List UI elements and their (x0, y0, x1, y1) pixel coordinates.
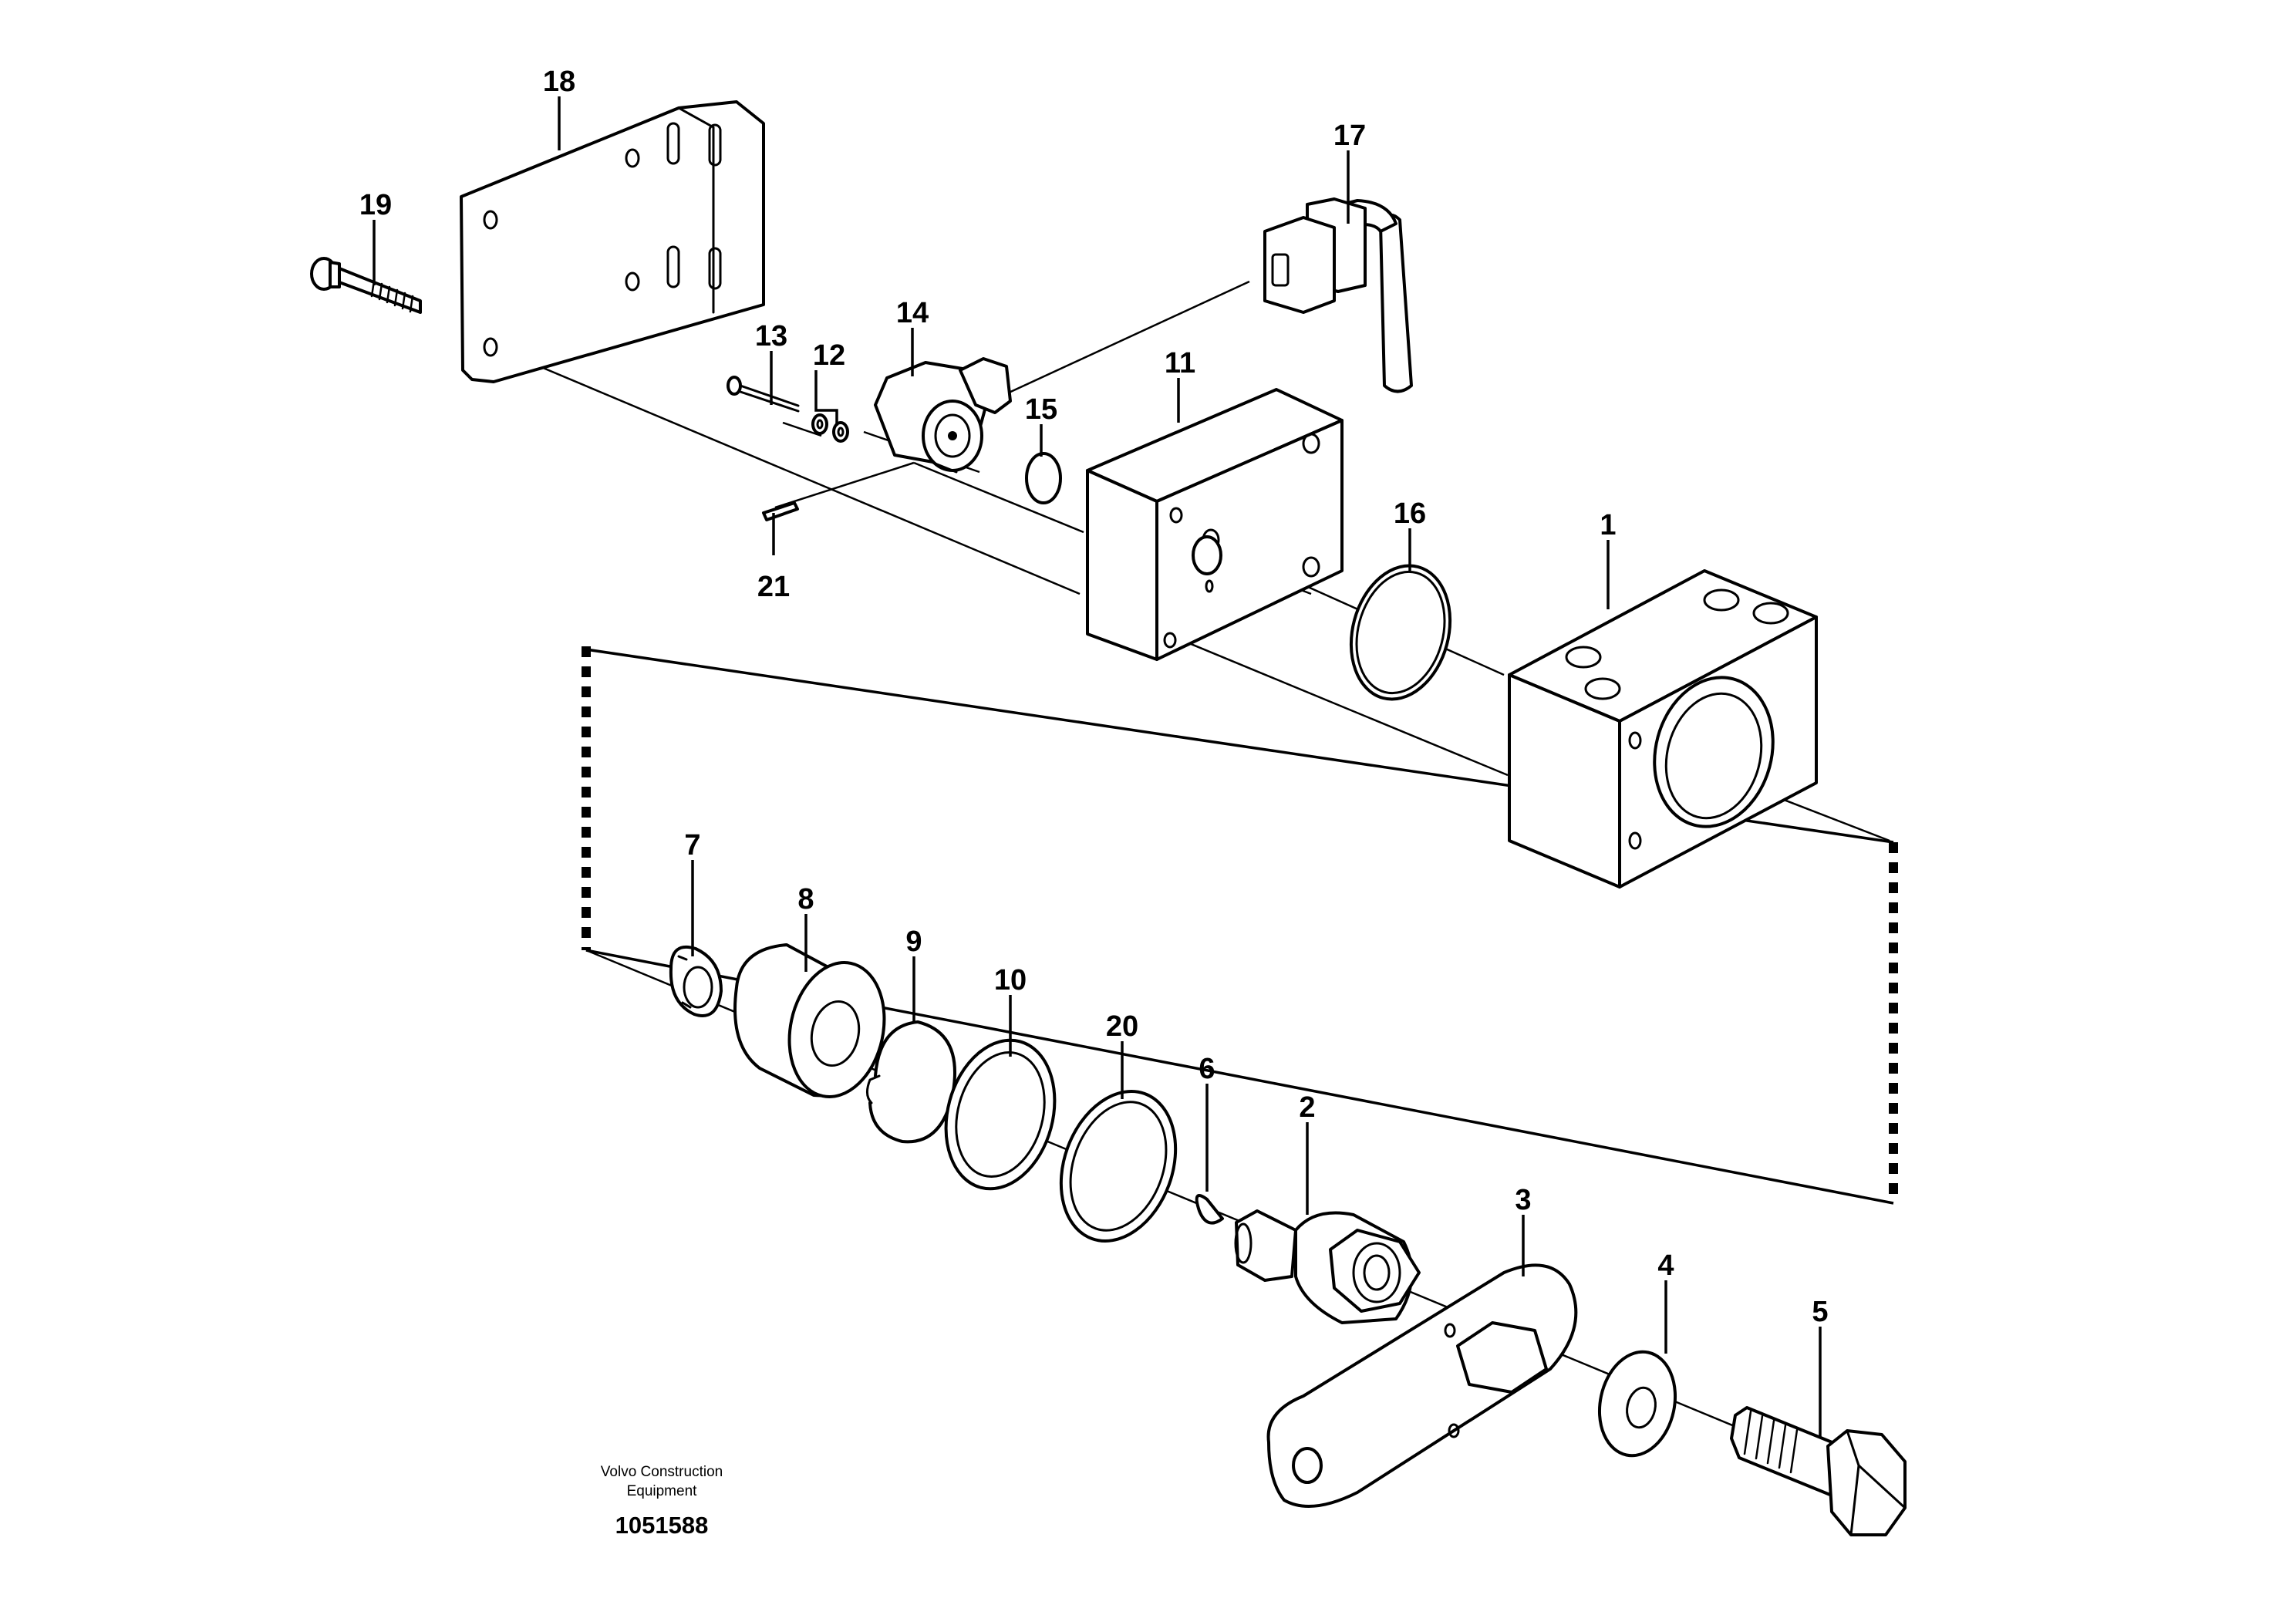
callout-19: 19 (359, 189, 392, 221)
callout-21: 21 (757, 571, 790, 603)
part-2-shaft (1234, 1209, 1421, 1324)
part-20-seal-ring (1059, 1090, 1178, 1243)
callout-15: 15 (1025, 393, 1057, 426)
callout-5: 5 (1812, 1296, 1828, 1328)
part-17-connector-cable (1263, 197, 1413, 393)
part-4-washer (1597, 1350, 1677, 1458)
callout-1: 1 (1600, 509, 1616, 541)
callout-7: 7 (684, 829, 700, 862)
callout-4: 4 (1657, 1249, 1674, 1282)
part-19-flange-bolt (310, 257, 422, 314)
callout-8: 8 (797, 883, 814, 916)
part-18-bracket (460, 100, 765, 383)
callout-11: 11 (1165, 347, 1195, 379)
brand-line-2: Equipment (627, 1483, 698, 1499)
callout-13: 13 (755, 320, 787, 352)
brand-line-1: Volvo Construction (601, 1464, 723, 1480)
part-16-large-o-ring (1349, 564, 1452, 701)
callout-12: 12 (813, 339, 845, 372)
leader-lines (373, 96, 1822, 1438)
callout-6: 6 (1199, 1053, 1215, 1085)
callout-16: 16 (1394, 497, 1426, 530)
footer: Volvo Construction Equipment 1051588 (601, 1464, 723, 1539)
part-7-lock-nut (669, 945, 723, 1017)
callout-9: 9 (905, 926, 922, 958)
part-5-hex-bolt (1730, 1406, 1907, 1536)
part-12-washers (811, 413, 849, 443)
part-6-key (1195, 1194, 1224, 1225)
callout-18: 18 (543, 66, 575, 98)
callout-20: 20 (1106, 1010, 1138, 1043)
part-10-seal-ring (944, 1038, 1057, 1191)
callout-3: 3 (1515, 1184, 1531, 1216)
callout-17: 17 (1333, 120, 1366, 152)
part-21-pin (762, 501, 799, 521)
part-14-position-sensor (874, 357, 1012, 474)
callout-labels: 18 19 17 14 13 12 15 11 16 1 21 7 8 9 10… (359, 66, 1829, 1328)
part-8-bushing (733, 943, 886, 1098)
part-15-small-o-ring (1025, 452, 1062, 504)
document-number: 1051588 (615, 1512, 709, 1539)
part-11-housing-block (1086, 388, 1344, 661)
part-1-main-housing (1508, 569, 1818, 889)
callout-14: 14 (896, 297, 929, 329)
part-3-lever-arm (1266, 1263, 1578, 1508)
callout-10: 10 (994, 964, 1027, 996)
part-13-screw (727, 376, 800, 413)
callout-2: 2 (1299, 1091, 1315, 1124)
